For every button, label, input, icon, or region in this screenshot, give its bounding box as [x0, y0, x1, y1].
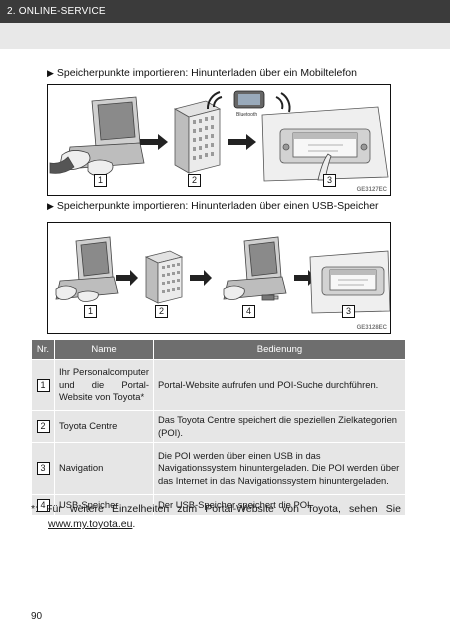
- figure1-caption: ▶Speicherpunkte importieren: Hinunterlad…: [47, 67, 357, 79]
- row-number-cell: 2: [31, 410, 55, 443]
- row-number-box: 2: [36, 420, 50, 433]
- table-row: 2 Toyota Centre Das Toyota Centre speich…: [31, 410, 406, 443]
- table-row: 1 Ihr Personalcomputer und die Portal-We…: [31, 359, 406, 411]
- footnote-word: Für: [46, 503, 62, 515]
- figure2-code: GE3128EC: [356, 325, 387, 331]
- figure1-number-2: 2: [188, 174, 201, 187]
- footnote-word: von: [282, 503, 299, 515]
- row-number-cell: 3: [31, 442, 55, 495]
- row-name-cell: Ihr Personalcomputer und die Portal-Webs…: [54, 359, 154, 411]
- row-number-cell: 1: [31, 359, 55, 411]
- footnote-word: sehen: [349, 503, 378, 515]
- arrow-icon: [190, 270, 212, 286]
- row-number-box: 1: [36, 378, 50, 392]
- figure2-svg: [55, 236, 390, 314]
- footnote-line-2: www.my.toyota.eu.: [31, 517, 401, 532]
- header-name: Name: [54, 339, 154, 360]
- bullet-triangle-icon: ▶: [47, 68, 54, 78]
- row-operation-cell: Das Toyota Centre speichert die speziell…: [153, 410, 406, 443]
- figure2-caption: ▶Speicherpunkte importieren: Hinunterlad…: [47, 200, 379, 212]
- page-number: 90: [31, 611, 43, 622]
- footnote-line-1: *: Für weitere Einzelheiten zum Portal-W…: [31, 502, 401, 517]
- header-divider-band: [0, 23, 450, 49]
- arrow-icon: [116, 270, 138, 286]
- row-number-cell: 4: [31, 494, 55, 516]
- row-name-cell: Navigation: [54, 442, 154, 495]
- footnote-word: Toyota,: [307, 503, 341, 515]
- section-header-bar: 2. ONLINE-SERVICE: [0, 0, 450, 23]
- figure1-caption-text: Speicherpunkte importieren: Hinunterlade…: [56, 67, 357, 79]
- row-name-cell: Toyota Centre: [54, 410, 154, 443]
- row-operation-cell: Die POI werden über einen USB in das Nav…: [153, 442, 406, 495]
- row-number-box: 4: [36, 498, 50, 512]
- footnote-word: weitere: [69, 503, 104, 515]
- bluetooth-label: Bluetooth: [236, 112, 257, 118]
- figure1-number-1: 1: [94, 174, 107, 187]
- figure2-number-3: 3: [342, 305, 355, 318]
- figure1-illustration: Bluetooth 1 2 3 GE3127EC: [47, 84, 391, 196]
- laptop-illustration: [55, 236, 119, 302]
- section-title: 2. ONLINE-SERVICE: [7, 6, 106, 17]
- row-operation-cell: Der USB-Speicher speichert die POI.: [153, 494, 406, 516]
- figure2-number-2: 2: [155, 305, 168, 318]
- figure2-number-1: 1: [84, 305, 97, 318]
- footnote-word: Portal-Website: [205, 503, 274, 515]
- figure2-number-4: 4: [242, 305, 255, 318]
- figure1-number-3: 3: [323, 174, 336, 187]
- wireless-signal-icon: [206, 91, 291, 113]
- figure1-code: GE3127EC: [356, 187, 387, 193]
- navigation-unit-illustration: [309, 250, 390, 314]
- header-operation: Bedienung: [153, 339, 406, 360]
- footnote-word: Einzelheiten: [111, 503, 170, 515]
- mobile-phone-illustration: [233, 90, 265, 109]
- figure1-svg: Bluetooth: [49, 90, 389, 182]
- figure2-illustration: 1 2 4 3 GE3128EC: [47, 222, 391, 334]
- row-name-cell: USB-Speicher: [54, 494, 154, 516]
- row-operation-cell: Portal-Website aufrufen und POI-Suche du…: [153, 359, 406, 411]
- toyota-centre-building-illustration: [144, 250, 184, 304]
- footnote: *: Für weitere Einzelheiten zum Portal-W…: [31, 502, 401, 532]
- figure2-caption-text: Speicherpunkte importieren: Hinunterlade…: [56, 200, 379, 212]
- navigation-unit-illustration: [261, 106, 389, 182]
- table-row: 3 Navigation Die POI werden über einen U…: [31, 442, 406, 495]
- footnote-word: Sie: [385, 503, 401, 515]
- footnote-marker: *:: [31, 503, 39, 515]
- arrow-icon: [140, 134, 168, 150]
- laptop-illustration: [49, 96, 145, 176]
- footnote-end: .: [132, 518, 136, 530]
- bullet-triangle-icon: ▶: [47, 201, 54, 211]
- row-number-box: 3: [36, 462, 50, 475]
- portal-website-link[interactable]: www.my.toyota.eu: [48, 518, 133, 530]
- laptop-with-usb-illustration: [223, 236, 287, 301]
- footnote-word: zum: [177, 503, 198, 515]
- header-nr: Nr.: [31, 339, 55, 360]
- arrow-icon: [228, 134, 256, 150]
- table-header-row: Nr. Name Bedienung: [31, 339, 406, 360]
- operations-table: Nr. Name Bedienung 1 Ihr Personalcompute…: [31, 339, 406, 516]
- toyota-centre-building-illustration: [173, 100, 222, 174]
- table-row: 4 USB-Speicher Der USB-Speicher speicher…: [31, 494, 406, 516]
